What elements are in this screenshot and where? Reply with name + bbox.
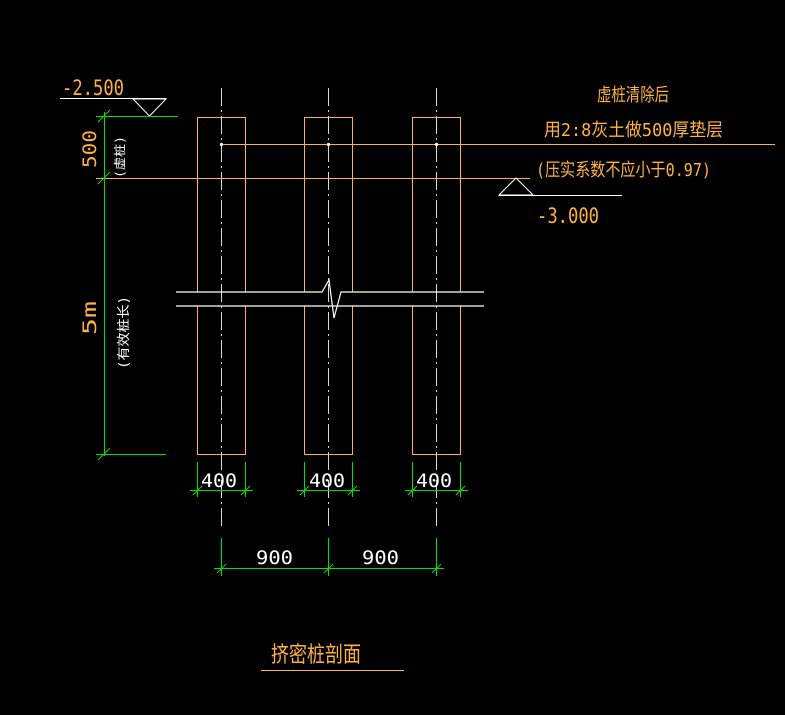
break-mask	[176, 292, 484, 306]
vertical-dim-tick-top	[97, 109, 111, 123]
break-line-upper	[176, 278, 484, 319]
elevation-top-triangle	[131, 98, 168, 117]
diameter-dim-1-tick-right	[240, 485, 251, 496]
dim-virtual-pile-value: 500	[79, 130, 101, 168]
pile-centerlines	[221, 88, 437, 528]
diameter-dim-1-tick-left	[192, 485, 203, 496]
cushion-dot-2	[326, 142, 331, 147]
cushion-dot-3	[434, 142, 439, 147]
elevation-bottom-label: -3.000	[537, 204, 599, 228]
dim-virtual-pile-note: (虚桩)	[112, 136, 127, 178]
note-line-1: 虚桩清除后	[597, 85, 669, 106]
diameter-dim-3-tick-right	[455, 485, 466, 496]
pile-diameter-dims	[190, 462, 468, 497]
diameter-label-1: 400	[201, 470, 237, 492]
vertical-dimension	[96, 109, 166, 461]
cushion-dot-1	[219, 142, 224, 147]
cushion-note: 虚桩清除后 用2:8灰土做500厚垫层 (压实系数不应小于0.97)	[536, 85, 723, 181]
elevation-bottom-triangle	[497, 177, 535, 196]
diameter-dim-3	[405, 462, 468, 497]
note-line-3: (压实系数不应小于0.97)	[536, 160, 711, 181]
diameter-dim-2-tick-left	[299, 485, 310, 496]
pile-spacing-dims	[214, 538, 444, 576]
spacing-label-2: 900	[362, 547, 399, 569]
spacing-tick-mid	[323, 563, 334, 574]
dim-effective-length-note: (有效桩长)	[117, 296, 132, 369]
drawing-title: 挤密桩剖面	[271, 643, 361, 668]
elevation-top-label: -2.500	[62, 76, 124, 100]
cushion-layer	[96, 142, 775, 179]
spacing-label-1: 900	[256, 547, 293, 569]
note-line-2: 用2:8灰土做500厚垫层	[544, 120, 723, 141]
spacing-tick-right	[431, 563, 442, 574]
diameter-dim-2-tick-right	[347, 485, 358, 496]
diameter-label-3: 400	[416, 470, 452, 492]
diameter-dim-2	[297, 462, 360, 497]
spacing-tick-left	[216, 563, 227, 574]
diameter-label-2: 400	[309, 470, 345, 492]
elevation-marker-bottom: -3.000	[497, 177, 622, 228]
elevation-marker-top: -2.500	[60, 76, 178, 117]
diameter-dim-1	[190, 462, 253, 497]
vertical-dim-tick-mid	[97, 171, 111, 185]
dim-effective-length-value: 5m	[79, 301, 101, 335]
break-lines	[176, 278, 484, 319]
diameter-dim-3-tick-left	[407, 485, 418, 496]
